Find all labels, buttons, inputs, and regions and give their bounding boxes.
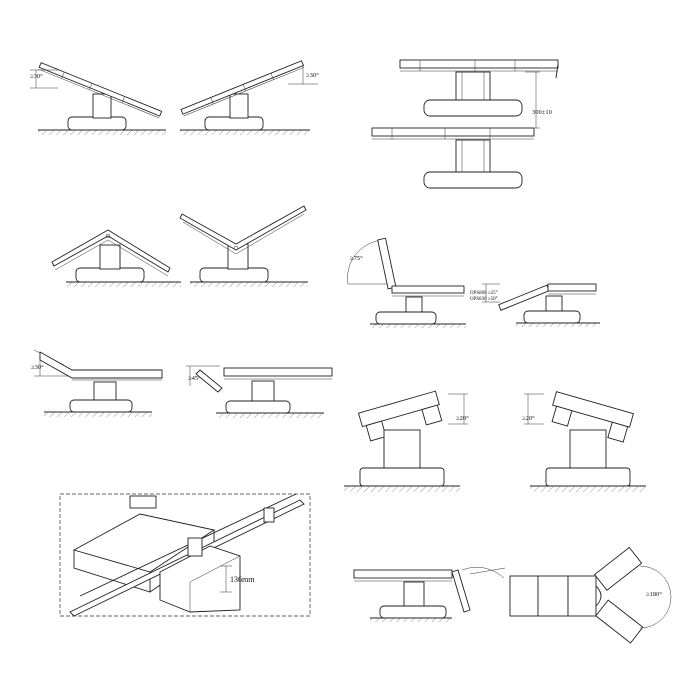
tabletop xyxy=(179,205,307,251)
tabletop xyxy=(39,351,163,379)
table-base xyxy=(199,267,269,283)
figure-lateral-right: ≥20° xyxy=(522,391,646,492)
leg-section xyxy=(451,569,471,613)
table-base xyxy=(67,116,127,131)
table-base xyxy=(523,310,581,324)
tabletop xyxy=(552,391,634,428)
table-base xyxy=(359,467,445,487)
figure-back-up: ≥75° xyxy=(347,237,466,328)
table-base xyxy=(375,311,437,325)
floor-hatch xyxy=(370,324,466,328)
floor-hatch xyxy=(38,130,166,135)
angle-label: ≥30° xyxy=(30,73,43,80)
seat-section xyxy=(547,283,597,292)
column-lower xyxy=(455,139,491,173)
table-column xyxy=(251,380,275,404)
rail-clamp xyxy=(187,537,203,557)
tabletop xyxy=(223,367,333,377)
floor-hatch xyxy=(216,413,324,418)
tabletop xyxy=(357,390,440,428)
figure-rail-detail: 136mm xyxy=(59,493,311,617)
figure-reflex xyxy=(179,205,308,287)
leg-plate-right xyxy=(595,599,644,644)
table-base xyxy=(379,605,447,619)
base-lower xyxy=(423,171,523,189)
tabletop xyxy=(353,569,453,579)
angle-label-1: OPS800 ≥25° xyxy=(470,291,498,296)
back-section xyxy=(498,284,550,311)
figure-reverse-trendelenburg: ≥30° xyxy=(180,60,319,135)
back-section xyxy=(537,575,569,617)
angle-label-2: OPS830 ≥50° xyxy=(470,297,498,302)
side-rail xyxy=(607,421,629,443)
angle-label: ≥30° xyxy=(31,364,44,371)
angle-label: ≥180° xyxy=(646,591,662,598)
table-column xyxy=(92,93,112,119)
tabletop xyxy=(51,229,171,273)
table-column xyxy=(229,93,249,119)
floor-hatch xyxy=(370,618,452,622)
side-rail xyxy=(365,420,387,442)
figure-lateral-left: ≥20° xyxy=(344,390,469,492)
table-column xyxy=(99,244,121,270)
angle-label: ≥30° xyxy=(306,72,319,79)
angle-label: ≥45° xyxy=(188,375,201,382)
angle-label: ≥20° xyxy=(522,415,535,422)
figure-trendelenburg: ≥30° xyxy=(30,62,166,135)
table-column xyxy=(159,545,241,613)
table-column xyxy=(383,429,421,471)
floor-hatch xyxy=(516,323,600,327)
side-rail xyxy=(551,405,573,427)
table-column xyxy=(403,581,425,609)
back-section xyxy=(377,237,397,290)
figure-leg-rotation: ≥180° xyxy=(509,546,672,644)
floor-hatch xyxy=(180,130,310,135)
table-column xyxy=(569,429,607,471)
seat-section xyxy=(567,575,597,617)
table-base xyxy=(545,467,631,487)
figure-leg-down: ≥30° xyxy=(31,349,163,417)
figure-head-down: ≥45° xyxy=(186,365,333,418)
figure-slide: 300±10 xyxy=(371,59,559,189)
distance-label: 300±10 xyxy=(532,109,552,116)
floor-hatch xyxy=(44,412,152,417)
tabletop-lower xyxy=(371,127,535,137)
table-base xyxy=(225,400,291,414)
tabletop-upper xyxy=(399,59,559,69)
side-rail xyxy=(421,404,443,426)
column-upper xyxy=(455,71,491,101)
figure-leg-fold xyxy=(353,566,506,622)
tabletop xyxy=(180,60,305,115)
angle-label: ≥75° xyxy=(350,255,363,262)
table-base xyxy=(204,116,264,131)
floor-hatch xyxy=(190,282,308,287)
table-base xyxy=(69,399,133,413)
tabletop xyxy=(38,62,163,117)
rail-clamp xyxy=(263,507,275,523)
table-column xyxy=(405,296,423,314)
figure-back-down: OPS800 ≥25° OPS830 ≥50° xyxy=(470,283,600,327)
table-base xyxy=(75,267,145,283)
figure-flex xyxy=(51,229,181,287)
distance-label: 136mm xyxy=(230,575,255,584)
leg-plate-left xyxy=(593,546,643,591)
head-section xyxy=(509,575,539,617)
head-section xyxy=(195,369,223,393)
seat-section xyxy=(391,285,465,294)
floor-hatch xyxy=(344,486,460,492)
floor-hatch xyxy=(66,282,181,287)
angle-label: ≥20° xyxy=(456,415,469,422)
table-column xyxy=(93,381,117,403)
base-upper xyxy=(423,99,523,117)
table-column xyxy=(545,295,563,313)
floor-hatch xyxy=(530,486,646,492)
accessory xyxy=(129,495,157,509)
